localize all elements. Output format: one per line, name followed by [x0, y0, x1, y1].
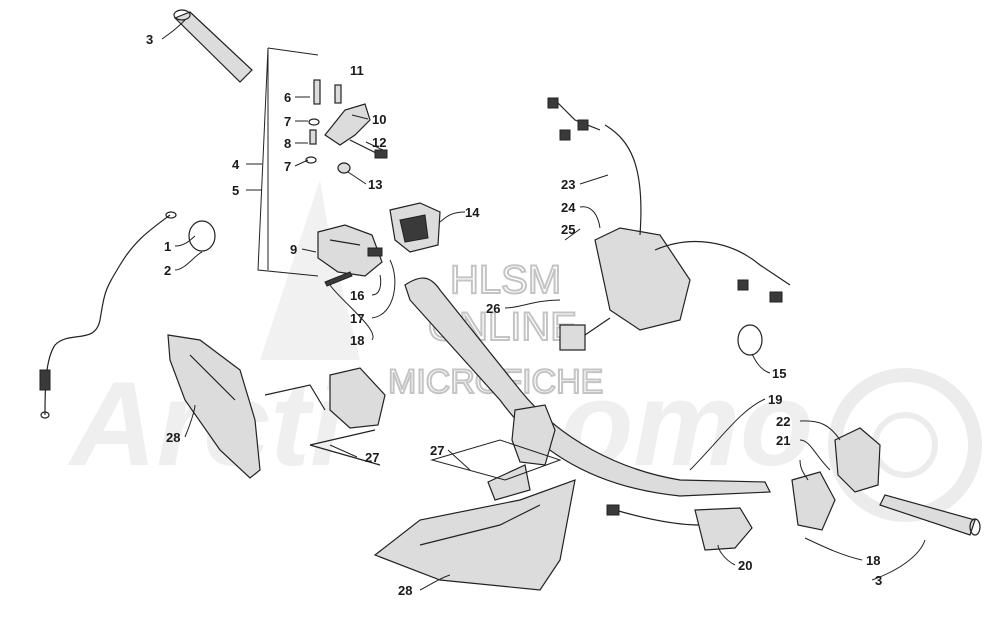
callout-9: 9	[290, 242, 297, 257]
callout-10: 10	[372, 112, 386, 127]
watermark-line1: HLSM	[450, 258, 561, 302]
front-hand-guard	[373, 479, 576, 591]
callout-8: 8	[284, 136, 291, 151]
group-bracket	[257, 47, 319, 277]
right-grip-part	[879, 494, 981, 536]
throttle-cable-part	[39, 211, 177, 419]
callout-27-center: 27	[430, 443, 444, 458]
callout-22: 22	[776, 414, 790, 429]
callout-23: 23	[561, 177, 575, 192]
callout-11: 11	[350, 63, 364, 78]
left-grip-part	[173, 9, 253, 83]
right-clip-part	[737, 324, 763, 356]
callout-28-left: 28	[166, 430, 180, 445]
callout-2: 2	[164, 263, 171, 278]
callout-4: 4	[232, 157, 240, 172]
callout-3-top: 3	[146, 32, 153, 47]
callout-12: 12	[372, 135, 386, 150]
callout-21: 21	[776, 433, 790, 448]
callout-7-lower: 7	[284, 159, 291, 174]
right-switch-part	[791, 427, 881, 531]
callout-14: 14	[465, 205, 480, 220]
callout-1: 1	[164, 239, 171, 254]
left-switch-housing	[317, 224, 383, 287]
center-bracket	[430, 404, 562, 501]
callout-16: 16	[350, 288, 364, 303]
callout-28-bottom: 28	[398, 583, 412, 598]
cable-clip-part	[188, 220, 216, 252]
callout-18-right: 18	[866, 553, 880, 568]
callout-19: 19	[768, 392, 782, 407]
callout-25: 25	[561, 222, 575, 237]
callout-26: 26	[486, 301, 500, 316]
callout-5: 5	[232, 183, 239, 198]
callout-27-left: 27	[365, 450, 379, 465]
brake-hardware-parts	[305, 79, 351, 174]
right-switch-harness	[547, 97, 791, 351]
callout-24: 24	[561, 200, 576, 215]
callout-20: 20	[738, 558, 752, 573]
leader-lines	[161, 19, 926, 591]
callout-18-left: 18	[350, 333, 364, 348]
callout-17: 17	[350, 311, 364, 326]
brake-lever-part	[324, 103, 388, 159]
callout-3-bottom: 3	[875, 573, 882, 588]
left-hand-guard	[167, 334, 261, 479]
callout-13: 13	[368, 177, 382, 192]
callout-15: 15	[772, 366, 786, 381]
callout-6: 6	[284, 90, 291, 105]
callout-labels: 3 11 6 7 10 8 12 7 4 13 5 14 23 24 25 1 …	[146, 32, 882, 598]
left-light-bracket	[264, 367, 386, 466]
heater-harness	[606, 504, 753, 551]
throttle-control-part	[389, 202, 441, 253]
callout-7-upper: 7	[284, 114, 291, 129]
